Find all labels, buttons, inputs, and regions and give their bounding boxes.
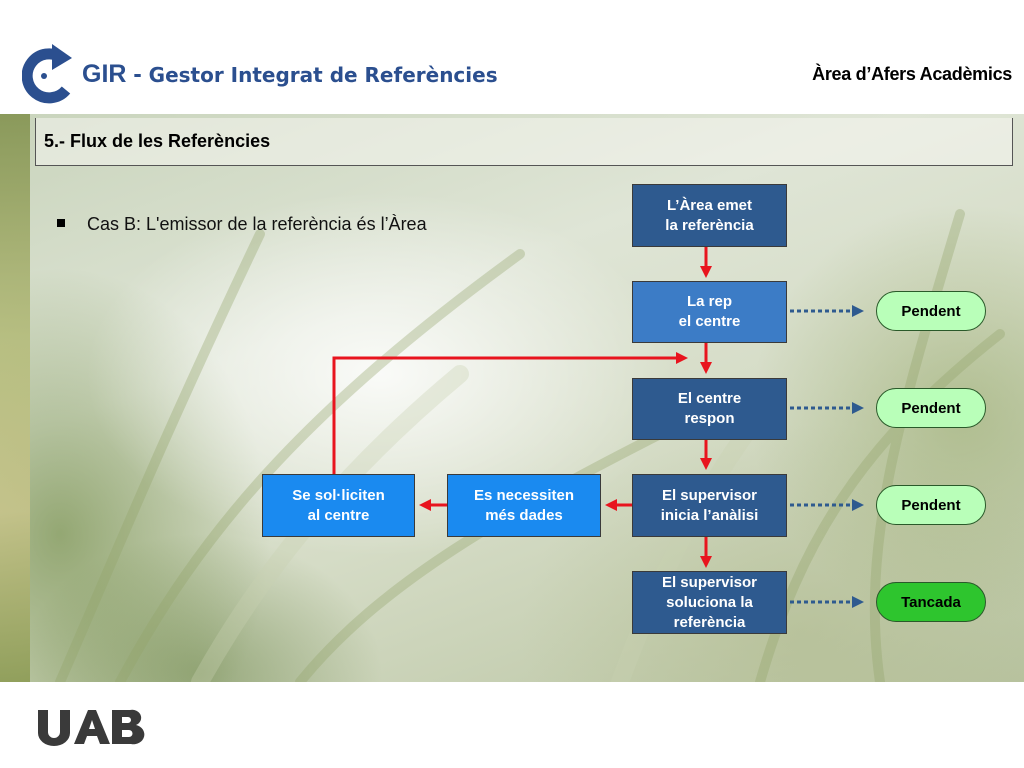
bullet-text: Cas B: L'emissor de la referència és l’À… [87,214,427,234]
flow-step-label: La rep el centre [678,293,741,330]
status-label: Pendent [901,302,961,320]
uab-logo [38,709,145,746]
bullet-square-icon [57,219,65,228]
flow-step-label: El supervisor soluciona la referència [661,573,758,631]
app-subtitle: Gestor Integrat de Referències [148,63,498,87]
flow-step-need-data: Es necessiten més dades [447,474,601,537]
left-photo-strip [0,114,30,682]
status-label: Pendent [901,399,961,417]
status-badge: Pendent [876,485,986,525]
footer [0,682,1024,768]
background-photo [0,114,1024,682]
section-title-box: 5.- Flux de les Referències [35,118,1013,166]
app-abbr: GIR [82,60,127,88]
flow-step-label: El supervisor inicia l’anàlisi [660,486,759,524]
flow-step-area-issues: L’Àrea emet la referència [632,184,787,247]
status-badge: Pendent [876,388,986,428]
app-title: GIR - Gestor Integrat de Referències [82,60,498,89]
flow-step-center-responds: El centre respon [632,378,787,440]
status-label: Tancada [901,593,961,611]
flow-step-supervisor-solves: El supervisor soluciona la referència [632,571,787,634]
status-badge: Pendent [876,291,986,331]
flow-step-request-center: Se sol·liciten al centre [262,474,415,537]
gir-logo-icon [22,44,72,104]
flow-step-label: Es necessiten més dades [473,486,575,524]
bullet-item: Cas B: L'emissor de la referència és l’À… [57,214,427,235]
flow-step-center-receives: La rep el centre [632,281,787,343]
flow-step-label: Se sol·liciten al centre [292,486,385,524]
status-badge: Tancada [876,582,986,622]
flow-step-label: L’Àrea emet la referència [665,196,754,234]
flow-step-label: El centre respon [677,390,742,427]
org-name: Àrea d’Afers Acadèmics [812,64,1012,84]
section-title: 5.- Flux de les Referències [44,131,271,151]
header: GIR - Gestor Integrat de Referències Àre… [0,0,1024,114]
status-label: Pendent [901,496,961,514]
flow-step-supervisor-analysis: El supervisor inicia l’anàlisi [632,474,787,537]
grass-texture [55,209,1005,682]
app-title-dash: - [126,60,149,88]
